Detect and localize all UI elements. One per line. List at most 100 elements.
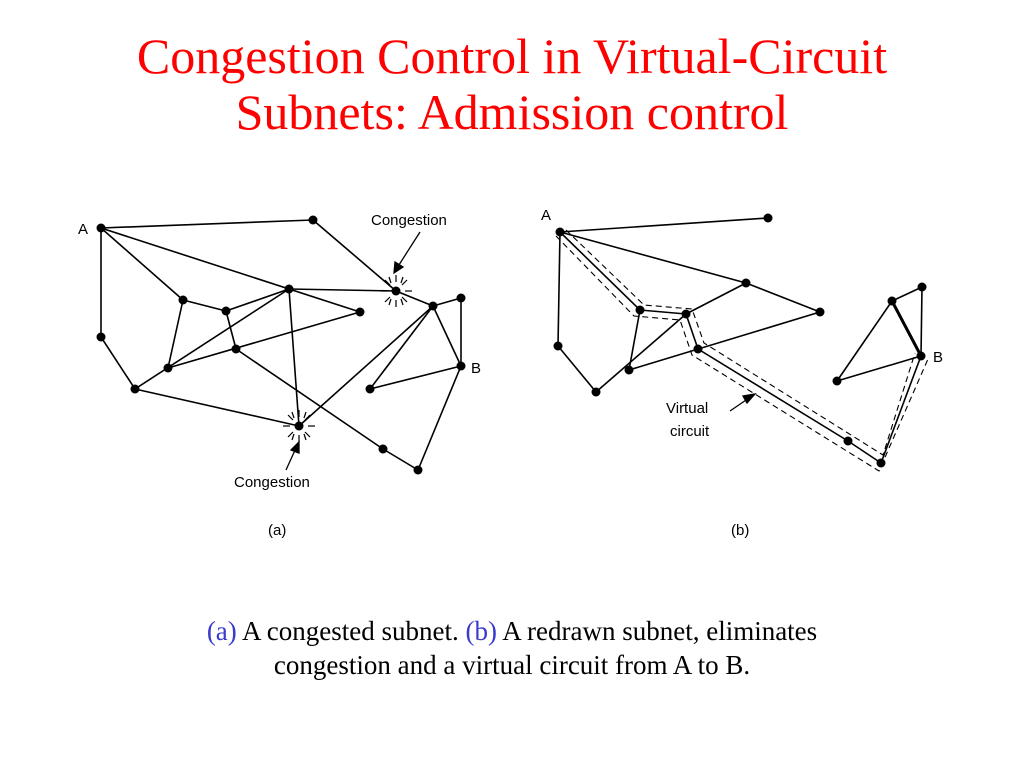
link [134, 288, 290, 390]
caption-tag-a: (a) [206, 616, 237, 646]
link [880, 355, 922, 464]
link [167, 311, 361, 369]
link [100, 227, 184, 301]
link [395, 290, 434, 307]
figure-caption: (a) A congested subnet. (b) A redrawn su… [0, 614, 1024, 682]
node [635, 305, 645, 315]
node [231, 344, 241, 354]
arrow-icon [285, 440, 300, 471]
node [815, 307, 825, 317]
node [693, 344, 703, 354]
link [836, 355, 922, 382]
virtual-circuit-label-line2: circuit [670, 423, 710, 440]
node [832, 376, 842, 386]
node [130, 384, 140, 394]
link [628, 309, 641, 371]
link [559, 231, 747, 284]
link [312, 219, 397, 292]
link [235, 348, 384, 450]
link [369, 365, 462, 390]
node-a [555, 227, 565, 237]
node [624, 365, 634, 375]
link [595, 313, 687, 393]
congested-node [294, 421, 304, 431]
slide-title: Congestion Control in Virtual-Circuit Su… [0, 28, 1024, 140]
link [100, 227, 361, 313]
congestion-label-bottom: Congestion [234, 474, 310, 491]
link [685, 282, 747, 315]
link [432, 305, 462, 367]
arrow-icon [393, 231, 421, 275]
node [365, 384, 375, 394]
link [685, 313, 699, 350]
node-b [456, 361, 466, 371]
node [308, 215, 318, 225]
caption-line1: (a) A congested subnet. (b) A redrawn su… [207, 616, 817, 646]
node-b-label: B [471, 360, 481, 377]
caption-text-b-line1: A redrawn subnet, eliminates [497, 616, 818, 646]
caption-tag-b: (b) [465, 616, 497, 646]
node [843, 436, 853, 446]
slide-title-line1: Congestion Control in Virtual-Circuit [136, 28, 888, 84]
link [225, 310, 237, 350]
link [639, 309, 687, 315]
congestion-burst-icon [283, 410, 315, 442]
node [355, 307, 365, 317]
link [417, 365, 462, 471]
node [741, 278, 751, 288]
link [100, 219, 314, 229]
link [134, 388, 300, 427]
diagram-b-nodes [553, 213, 927, 468]
caption-text-b-line2: congestion and a virtual circuit from A … [273, 650, 751, 680]
node [681, 309, 691, 319]
node [553, 341, 563, 351]
sublabel-b: (b) [731, 522, 749, 539]
node [96, 332, 106, 342]
link [382, 448, 419, 471]
node-a-label: A [78, 221, 88, 238]
link [836, 300, 893, 382]
link [745, 282, 821, 313]
node-a [96, 223, 106, 233]
congested-node [391, 286, 401, 296]
link [847, 440, 882, 464]
virtual-circuit-path [555, 229, 929, 472]
link [288, 288, 397, 292]
highlighted-link [890, 300, 923, 357]
node [428, 301, 438, 311]
node-b-label: B [933, 349, 943, 366]
link [920, 286, 923, 357]
arrow-icon [729, 393, 757, 412]
link [559, 217, 769, 233]
link [298, 305, 434, 427]
node [763, 213, 773, 223]
node [413, 465, 423, 475]
node [221, 306, 231, 316]
link [557, 345, 597, 393]
virtual-circuit-label-line1: Virtual [666, 400, 708, 417]
node [591, 387, 601, 397]
sublabel-a: (a) [268, 522, 286, 539]
link [557, 231, 561, 347]
link [288, 288, 300, 427]
node [917, 282, 927, 292]
node [284, 284, 294, 294]
node [163, 363, 173, 373]
diagram-b [557, 217, 923, 464]
link [100, 336, 136, 390]
congestion-label-top: Congestion [371, 212, 447, 229]
link [432, 297, 462, 307]
node [456, 293, 466, 303]
congestion-burst-icon [380, 275, 412, 307]
node-b [916, 351, 926, 361]
diagram-a-nodes [96, 215, 466, 475]
node [378, 444, 388, 454]
node [876, 458, 886, 468]
link [891, 286, 923, 302]
link [167, 299, 184, 369]
diagram-a [100, 219, 462, 471]
link [628, 311, 821, 371]
slide-title-line2: Subnets: Admission control [235, 84, 789, 140]
node-a-label: A [541, 207, 551, 224]
